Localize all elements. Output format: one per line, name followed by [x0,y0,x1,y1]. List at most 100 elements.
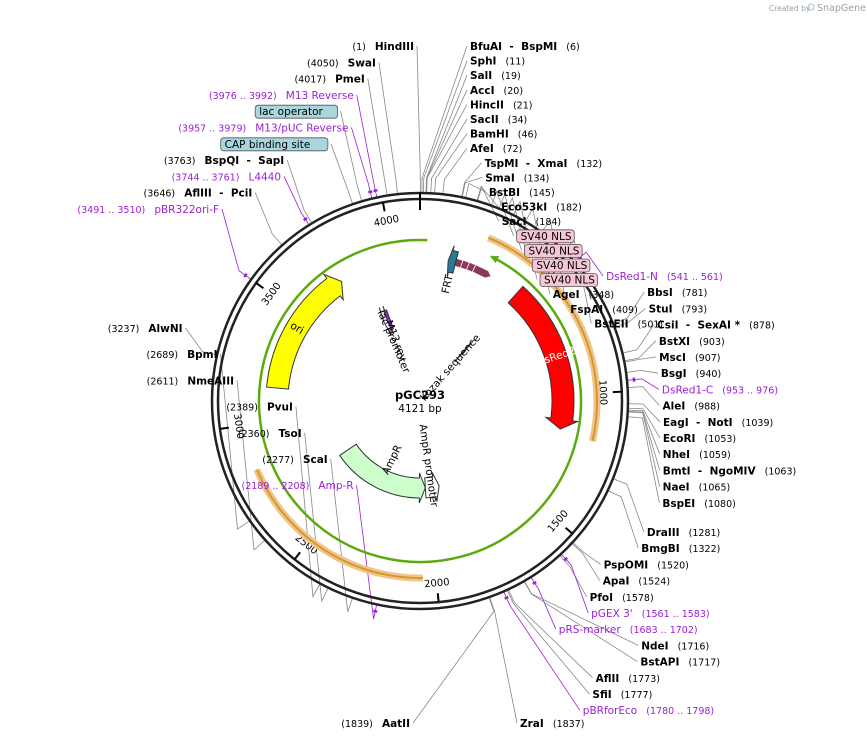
primer-site-mark [302,217,308,222]
site-label: (2611) NmeAIII [147,375,234,387]
site-label-part: BstEII [594,318,628,330]
site-label: BsgI (940) [661,368,721,380]
feature-box-label: lac operator [259,106,323,118]
site-label-part: (3744 .. 3761) [172,172,249,183]
teal-feature-box [220,137,329,152]
site-label-part: (1561 .. 1583) [633,609,710,620]
tick-mark [436,593,440,603]
site-label: ZraI (1837) [520,718,584,730]
site-label-part: (1039) [733,418,774,429]
leader-line [559,554,587,597]
site-label: BamHI (46) [470,129,537,141]
site-label-part: TsoI [279,428,302,440]
site-label-part: (1717) [679,658,720,669]
site-label-part: (4017) [294,75,335,86]
site-label: SphI (11) [470,56,525,68]
site-label-part: (348) [580,290,615,301]
site-label-part: SwaI [348,57,376,69]
site-label-part: BfuAI [470,41,502,53]
site-label: NheI (1059) [663,449,731,461]
site-label-part: Eco53kI [501,202,547,214]
feature-ampr-promoter [424,471,440,502]
site-label-part: (6) [557,42,580,53]
site-label-part: BmgBI [641,543,679,555]
feature-m13-rev [382,305,395,335]
site-label: MscI (907) [659,352,720,364]
site-label: pGEX 3' (1561 .. 1583) [591,608,709,620]
site-label: BspEI (1080) [662,498,736,510]
site-label: DraIII (1281) [647,527,720,539]
site-label: BmtI - NgoMIV (1063) [663,465,797,477]
site-label-part: SmaI [485,172,514,184]
leader-line [477,185,500,222]
site-label-part: pGEX 3' [591,608,633,620]
tick-mark [255,282,264,290]
leader-line [627,409,661,455]
site-label-part: SalI [470,70,492,82]
site-label-part: (1053) [695,434,736,445]
leader-line [626,378,660,390]
leader-line [627,411,661,487]
site-label-part: BspQI [205,155,240,167]
feature-box-label: CAP binding site [225,139,311,151]
site-label-part: (3957 .. 3979) [178,124,255,135]
site-label-part: NheI [663,449,690,461]
site-label-part: (1059) [690,450,731,461]
site-label-part: - NgoMIV [691,465,757,477]
leader-line [506,589,590,695]
site-label: SfiI (1777) [592,689,652,701]
site-label-part: BstXI [659,336,690,348]
leader-line [503,591,581,711]
site-label: AflII (1773) [596,673,660,685]
site-label: BstAPI (1717) [640,657,720,669]
site-label-part: (940) [687,369,722,380]
site-labels: BfuAI - BspMI (6)SphI (11)SalI (19)AccI … [77,41,796,730]
tick-mark [293,551,301,560]
site-label: BmgBI (1322) [641,543,720,555]
site-label: pRS-marker (1683 .. 1702) [559,624,698,636]
site-label-part: SfiI [592,689,611,701]
green-arc [257,238,583,564]
site-label-part: AccI [470,85,494,97]
site-label: FspAI (409) [570,304,638,316]
leader-line [607,490,639,549]
leader-line [624,340,657,362]
site-label: SacII (34) [470,114,527,126]
site-label-part: (134) [515,173,550,184]
leader-line [461,177,483,198]
leader-line [416,45,421,194]
site-label-part: ZraI [520,718,544,730]
site-label-part: DraIII [647,527,680,539]
leader-line [412,597,495,724]
leader-line [434,133,468,194]
site-label-part: (1281) [680,528,721,539]
site-label-part: pRS-marker [559,624,622,636]
site-label-part: (1773) [619,674,660,685]
site-label: CsiI - SexAI * (878) [657,320,775,332]
site-label-part: DsRed1-N [606,271,658,283]
leader-line [286,159,313,224]
tick-mark [219,426,229,430]
site-label-part: AfeI [470,143,494,155]
site-label: (3646) AflIII - PciI [144,188,253,200]
leader-line [625,370,658,374]
site-label-part: (21) [504,100,533,111]
site-label-part: NaeI [663,482,690,494]
site-label-part: (1777) [612,690,653,701]
teal-feature-box [254,104,339,119]
leader-line [613,291,645,325]
site-label: Eco53kI (182) [501,202,582,214]
site-label: SmaI (134) [485,172,549,184]
site-label-part: NmeAIII [187,375,234,387]
site-label-part: NdeI [641,640,668,652]
site-label-part: EagI [663,417,689,429]
site-label-part: EcoRI [663,433,696,445]
feature-ori [266,273,344,390]
feature-frt [446,245,459,278]
site-label-part: (2360) [238,429,279,440]
tick-label: 4000 [373,214,400,229]
site-label-part: (3763) [164,156,205,167]
site-label: HincII (21) [470,99,532,111]
site-label-part: (34) [499,115,528,126]
leader-line [491,190,514,236]
